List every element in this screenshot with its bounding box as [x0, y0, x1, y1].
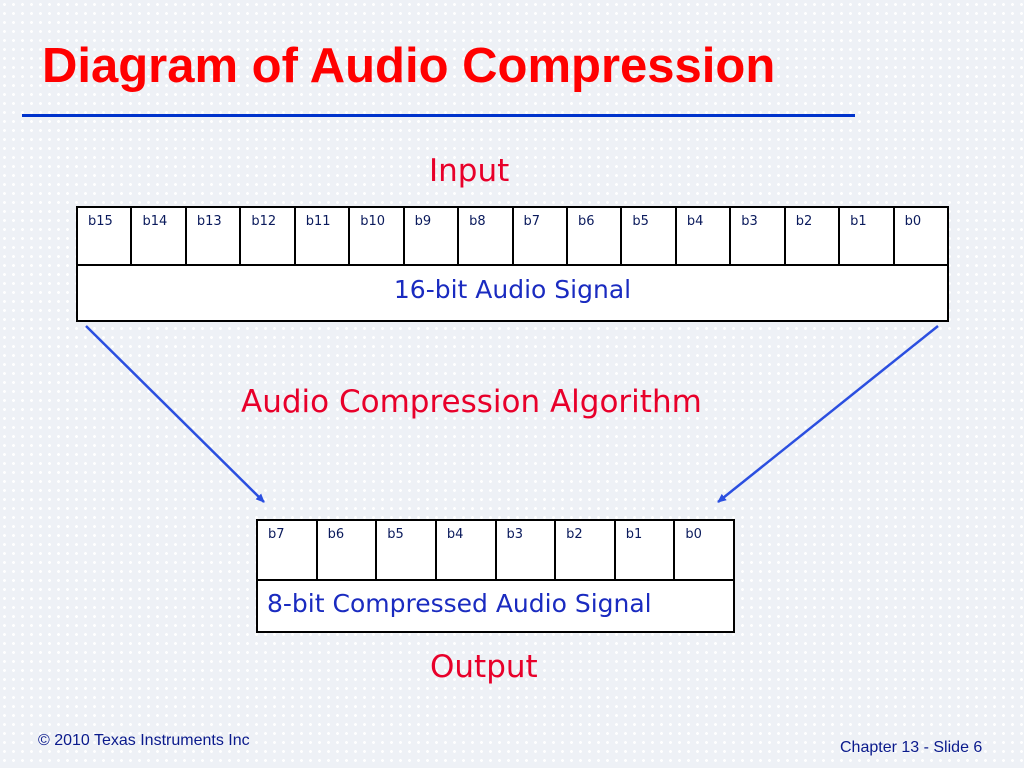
bit-cell: b8 — [459, 208, 514, 264]
title-underline — [22, 114, 855, 117]
bit-cell: b6 — [568, 208, 623, 264]
bit-cell: b1 — [840, 208, 895, 264]
slide-title: Diagram of Audio Compression — [42, 39, 776, 93]
left-arrow — [85, 325, 265, 503]
bit-cell: b2 — [786, 208, 841, 264]
bit-cell: b11 — [296, 208, 351, 264]
bit-cell: b4 — [437, 521, 497, 579]
bit-cell: b7 — [258, 521, 318, 579]
bit-cell: b0 — [685, 527, 702, 542]
bit-cell: b6 — [318, 521, 378, 579]
output-register-caption: 8-bit Compressed Audio Signal — [267, 589, 652, 618]
bit-cell: b10 — [350, 208, 405, 264]
input-register-caption: 16-bit Audio Signal — [393, 275, 632, 304]
bit-cell: b3 — [497, 521, 557, 579]
output-bit-row: b7 b6 b5 b4 b3 b2 b1 b0 — [258, 521, 733, 581]
right-arrow — [717, 325, 939, 503]
input-register: b15 b14 b13 b12 b11 b10 b9 b8 b7 b6 b5 b… — [76, 206, 949, 322]
bit-cell: b15 — [78, 208, 133, 264]
bit-cell: b5 — [377, 521, 437, 579]
input-label: Input — [429, 153, 510, 189]
algorithm-label: Audio Compression Algorithm — [241, 384, 702, 420]
output-label: Output — [430, 649, 538, 685]
bit-cell: b1 — [616, 521, 676, 579]
slide-number-footer: Chapter 13 - Slide 6 — [840, 739, 983, 756]
output-register: b7 b6 b5 b4 b3 b2 b1 b0 8-bit Compressed… — [256, 519, 735, 633]
bit-cell: b9 — [405, 208, 460, 264]
bit-cell: b14 — [132, 208, 187, 264]
bit-cell: b4 — [677, 208, 732, 264]
bit-cell: b2 — [556, 521, 616, 579]
input-bit-row: b15 b14 b13 b12 b11 b10 b9 b8 b7 b6 b5 b… — [78, 208, 947, 266]
copyright-footer: © 2010 Texas Instruments Inc — [38, 732, 250, 749]
bit-cell: b0 — [904, 214, 922, 229]
bit-cell: b12 — [241, 208, 296, 264]
bit-cell: b5 — [622, 208, 677, 264]
bit-cell: b3 — [731, 208, 786, 264]
bit-cell: b13 — [187, 208, 242, 264]
bit-cell: b7 — [514, 208, 568, 264]
